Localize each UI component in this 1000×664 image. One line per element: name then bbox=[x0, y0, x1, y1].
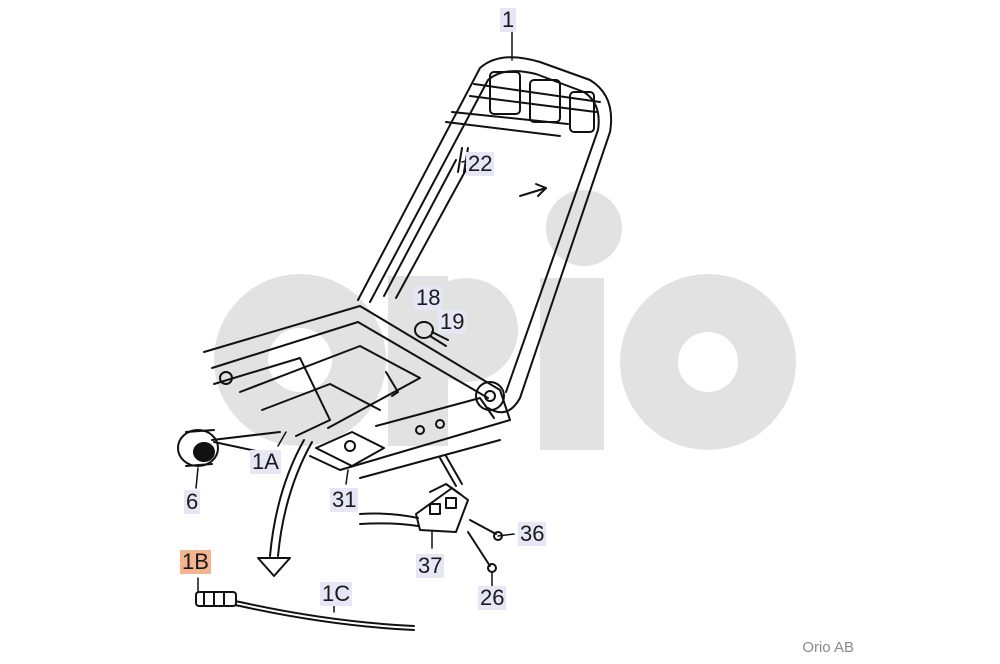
seat-base-frame bbox=[203, 305, 511, 479]
callout-1A: 1A bbox=[250, 449, 281, 474]
callout-6: 6 bbox=[184, 489, 201, 514]
adjuster-knob bbox=[177, 429, 281, 467]
backrest-frame bbox=[357, 56, 612, 414]
callout-26: 26 bbox=[478, 585, 507, 610]
credit-text: Orio AB bbox=[802, 639, 854, 656]
callout-1: 1 bbox=[500, 7, 517, 32]
motor-bracket bbox=[359, 455, 503, 573]
clip-and-screw bbox=[414, 321, 449, 347]
callout-1C: 1C bbox=[320, 581, 353, 606]
callout-37: 37 bbox=[416, 553, 445, 578]
orio-watermark bbox=[214, 190, 796, 450]
callout-22: 22 bbox=[466, 151, 495, 176]
callout-31: 31 bbox=[330, 487, 359, 512]
recliner-cable bbox=[195, 439, 415, 631]
callout-36: 36 bbox=[518, 521, 547, 546]
callout-18: 18 bbox=[414, 285, 443, 310]
callout-1B-highlighted: 1B bbox=[180, 549, 211, 574]
callout-19: 19 bbox=[438, 309, 467, 334]
